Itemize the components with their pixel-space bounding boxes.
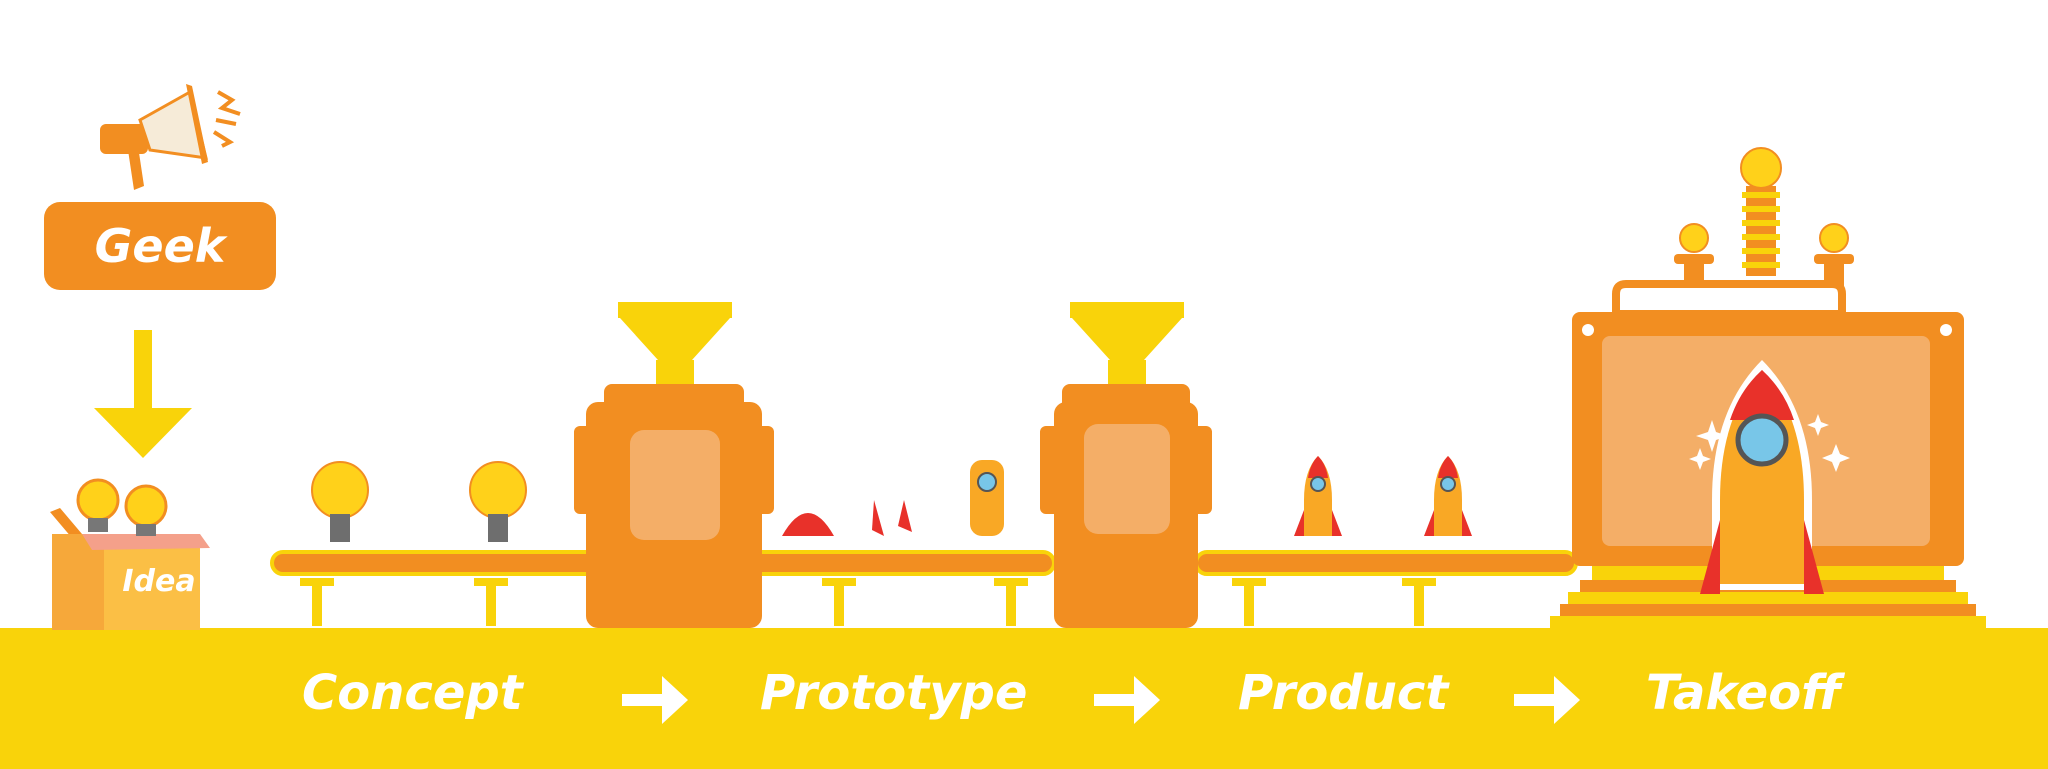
- stage-label-concept: Concept: [302, 665, 523, 721]
- stage-label-product: Product: [1238, 665, 1449, 721]
- rocket-icon: [1424, 456, 1472, 536]
- megaphone-icon: [100, 84, 241, 190]
- idea-box: [50, 478, 210, 630]
- idea-label: Idea: [122, 564, 196, 599]
- machine-1: [574, 302, 774, 628]
- lightbulb-icon: [469, 461, 527, 542]
- conveyor-1: [270, 550, 614, 626]
- rocket-icon: [1700, 360, 1824, 594]
- stage-label-takeoff: Takeoff: [1646, 665, 1842, 721]
- geek-badge: [44, 202, 276, 290]
- machine-2: [1040, 302, 1212, 628]
- ground-band: [0, 628, 2048, 769]
- sparkle-icon: [1689, 414, 1850, 472]
- prototype-parts: [782, 460, 1004, 536]
- down-arrow-icon: [94, 330, 192, 458]
- conveyor-3: [1194, 550, 1578, 626]
- conveyor-2: [738, 550, 1056, 626]
- geek-label: Geek: [94, 219, 226, 273]
- right-arrow-icon: [622, 676, 688, 724]
- lightbulb-icon: [311, 461, 369, 542]
- rocket-icon: [1294, 456, 1342, 536]
- right-arrow-icon: [1094, 676, 1160, 724]
- stage-label-prototype: Prototype: [760, 665, 1028, 721]
- right-arrow-icon: [1514, 676, 1580, 724]
